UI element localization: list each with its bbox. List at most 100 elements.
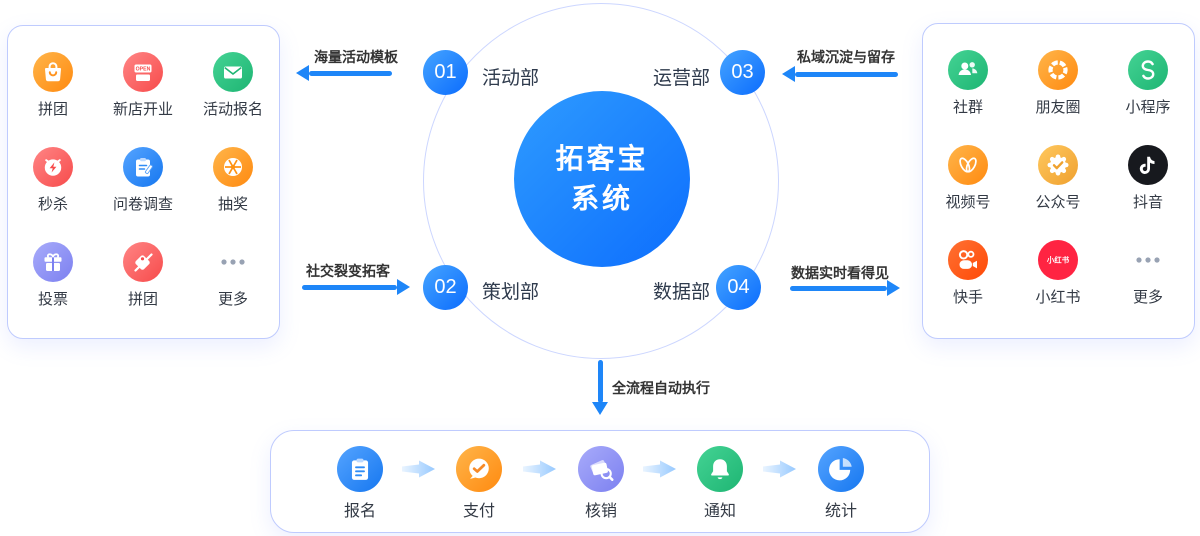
list-item: 小红书 小红书: [1013, 240, 1103, 335]
mini-program-icon: [1128, 50, 1168, 90]
dept-label-data: 数据部: [653, 282, 711, 303]
more-dots-icon: [1136, 257, 1160, 263]
more-dots-icon: [221, 259, 245, 265]
flow-arrow-icon: [402, 460, 435, 478]
stats-pie-icon: [818, 446, 864, 492]
hub-title-line1: 拓客宝: [555, 143, 649, 174]
hub-title-line2: 系统: [570, 183, 633, 214]
arrow-top-right-head: [782, 66, 795, 82]
item-label: 问卷调查: [112, 196, 173, 213]
official-account-badge-icon: [1038, 145, 1078, 185]
list-item: 投票: [8, 242, 98, 337]
badge-03: 03: [720, 50, 765, 95]
list-item: 更多: [188, 242, 278, 337]
flow-step-notify: 通知: [680, 446, 760, 521]
list-item: 拼团: [8, 52, 98, 147]
arrow-bottom-right-head: [887, 280, 900, 296]
item-label: 拼团: [127, 291, 158, 308]
flow-arrow-icon: [643, 460, 676, 478]
item-label: 视频号: [945, 194, 991, 211]
list-item: OPEN 新店开业: [98, 52, 188, 147]
verify-ticket-icon: [578, 446, 624, 492]
arrow-top-right-line: [795, 71, 898, 77]
flow-arrow-icon: [763, 460, 796, 478]
item-label: 抖音: [1132, 194, 1163, 211]
arrow-down-line: [597, 360, 603, 403]
lottery-wheel-icon: [213, 147, 253, 187]
caption-bottom-right: 数据实时看得见: [791, 265, 889, 281]
kuaishou-camera-icon: [948, 240, 988, 280]
survey-clipboard-icon: [123, 147, 163, 187]
list-item: 公众号: [1013, 145, 1103, 240]
item-label: 拼团: [37, 101, 68, 118]
list-item: 秒杀: [8, 147, 98, 242]
flow-step-verify: 核销: [561, 446, 641, 521]
item-label: 秒杀: [37, 196, 68, 213]
item-label: 投票: [37, 291, 68, 308]
flash-alarm-icon: [33, 147, 73, 187]
video-channels-icon: [948, 145, 988, 185]
dept-label-activity: 活动部: [482, 68, 540, 89]
flow-step-label: 核销: [584, 503, 617, 520]
caption-top-right: 私域沉淀与留存: [797, 49, 895, 65]
open-sign-text: OPEN: [136, 67, 151, 73]
arrow-top-left-line: [309, 70, 392, 76]
badge-01: 01: [423, 50, 468, 95]
list-item: 小程序: [1103, 50, 1193, 145]
flow-step-stats: 统计: [801, 446, 881, 521]
xiaohongshu-logo-icon: 小红书: [1038, 240, 1078, 280]
activity-templates-panel: 拼团 OPEN 新店开业 活动报名: [7, 25, 280, 339]
pay-bubble-check-icon: [456, 446, 502, 492]
notify-bell-icon: [697, 446, 743, 492]
arrow-bottom-right-line: [790, 285, 887, 291]
caption-bottom-left: 社交裂变拓客: [306, 263, 390, 279]
channels-panel: 社群 朋友圈 小程序: [922, 23, 1195, 339]
arrow-down-head: [592, 402, 608, 415]
item-label: 更多: [217, 291, 248, 308]
list-item: 问卷调查: [98, 147, 188, 242]
list-item: 社群: [923, 50, 1013, 145]
item-label: 公众号: [1035, 194, 1081, 211]
flow-step-signup: 报名: [320, 446, 400, 521]
xiaohongshu-logo-text: 小红书: [1046, 256, 1070, 265]
activity-templates-grid: 拼团 OPEN 新店开业 活动报名: [8, 26, 279, 337]
dept-label-operation: 运营部: [653, 68, 711, 89]
flow-step-label: 统计: [824, 503, 857, 520]
list-item: 快手: [923, 240, 1013, 335]
douyin-note-icon: [1128, 145, 1168, 185]
arrow-bottom-left-head: [397, 279, 410, 295]
list-item: 抽奖: [188, 147, 278, 242]
channels-grid: 社群 朋友圈 小程序: [923, 24, 1194, 335]
item-label: 快手: [952, 289, 983, 306]
shopping-bag-icon: [33, 52, 73, 92]
badge-04: 04: [716, 265, 761, 310]
moments-aperture-icon: [1038, 50, 1078, 90]
flow-step-label: 通知: [703, 503, 736, 520]
caption-top-left: 海量活动模板: [314, 49, 398, 65]
workflow-panel: 报名 支付 核销: [270, 430, 930, 533]
community-people-icon: [948, 50, 988, 90]
badge-02: 02: [423, 265, 468, 310]
arrow-top-left-head: [296, 65, 309, 81]
item-label: 小程序: [1125, 99, 1171, 116]
list-item: 活动报名: [188, 52, 278, 147]
gift-icon: [33, 242, 73, 282]
caption-bottom-center: 全流程自动执行: [612, 380, 710, 396]
list-item: 朋友圈: [1013, 50, 1103, 145]
flow-arrow-icon: [523, 460, 556, 478]
item-label: 抽奖: [217, 196, 248, 213]
flow-step-label: 支付: [462, 503, 495, 520]
item-label: 朋友圈: [1035, 99, 1081, 116]
item-label: 更多: [1132, 289, 1163, 306]
envelope-icon: [213, 52, 253, 92]
item-label: 新店开业: [112, 101, 173, 118]
list-item: 更多: [1103, 240, 1193, 335]
flow-step-label: 报名: [343, 503, 376, 520]
price-tag-icon: [123, 242, 163, 282]
flow-step-pay: 支付: [439, 446, 519, 521]
arrow-bottom-left-line: [302, 284, 397, 290]
hub-core-circle: 拓客宝 系统: [514, 91, 690, 267]
list-item: 抖音: [1103, 145, 1193, 240]
item-label: 小红书: [1035, 289, 1081, 306]
